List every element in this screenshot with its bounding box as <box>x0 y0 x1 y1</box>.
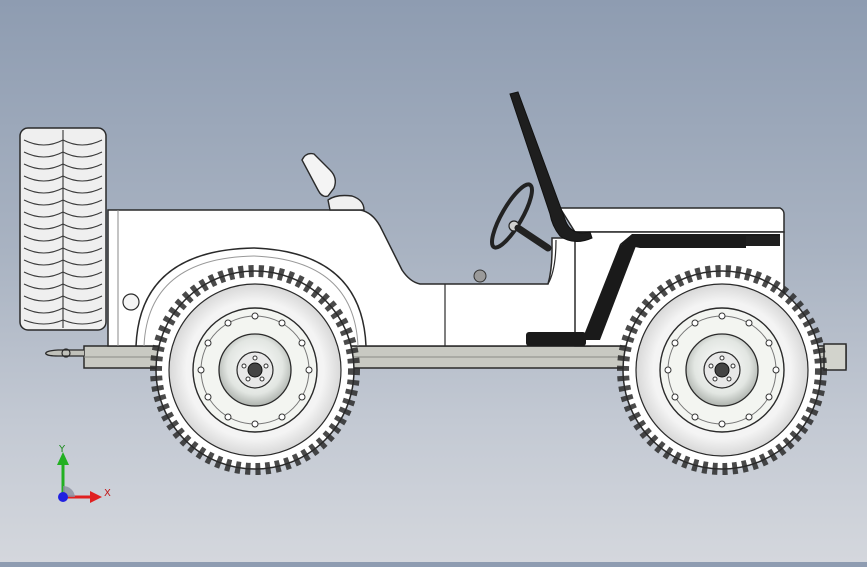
y-axis-arrow-icon <box>57 452 69 465</box>
rear-wheel <box>135 247 367 475</box>
z-axis-dot-icon <box>58 492 68 502</box>
y-axis-label: Y <box>58 444 66 455</box>
x-axis-label: X <box>104 488 111 499</box>
seat <box>301 152 365 211</box>
windshield-frame <box>509 91 593 242</box>
steering-wheel <box>473 182 552 283</box>
front-wheel <box>617 265 827 475</box>
coordinate-triad: Y X <box>57 444 111 503</box>
spare-tire <box>19 127 107 331</box>
x-axis-arrow-icon <box>90 491 102 503</box>
